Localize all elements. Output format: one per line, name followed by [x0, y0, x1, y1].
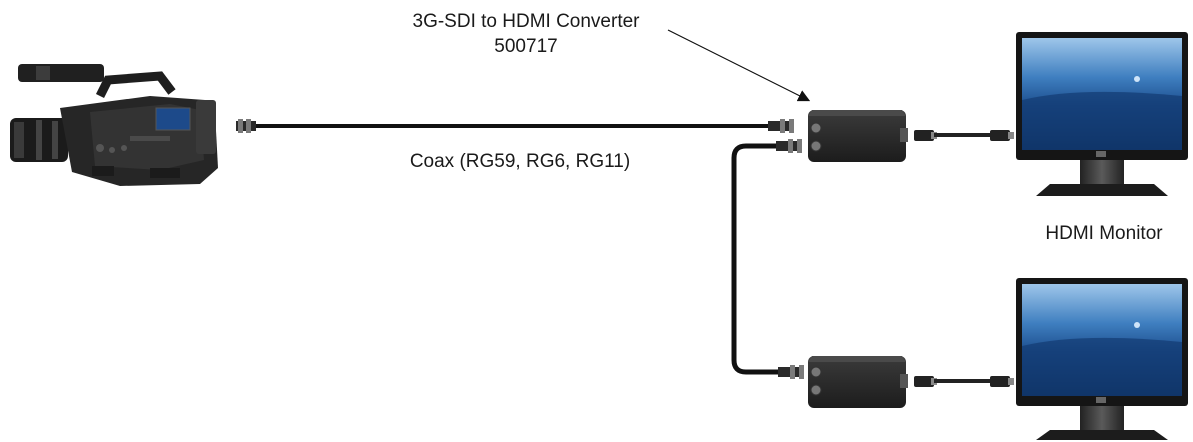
loop-out-cable — [731, 143, 790, 375]
callout-arrow — [667, 29, 811, 102]
coax-cable-label: Coax (RG59, RG6, RG11) — [409, 151, 631, 172]
monitor-icon — [1016, 32, 1188, 196]
converter-box-icon — [808, 110, 908, 162]
hdmi-monitor-label: HDMI Monitor — [1045, 223, 1163, 244]
bnc-connector-icon — [236, 119, 256, 133]
video-camera-icon — [10, 64, 218, 186]
converter-title-label: 3G-SDI to HDMI Converter — [412, 11, 640, 32]
bnc-connector-icon — [778, 365, 804, 379]
converter-box-icon — [808, 356, 908, 408]
hdmi-connector-icon — [914, 130, 1014, 141]
converter-part-number: 500717 — [494, 36, 558, 57]
hdmi-connector-icon — [914, 376, 1014, 387]
bnc-connector-icon — [776, 139, 802, 153]
bnc-connector-icon — [768, 119, 794, 133]
monitor-icon — [1016, 278, 1188, 440]
